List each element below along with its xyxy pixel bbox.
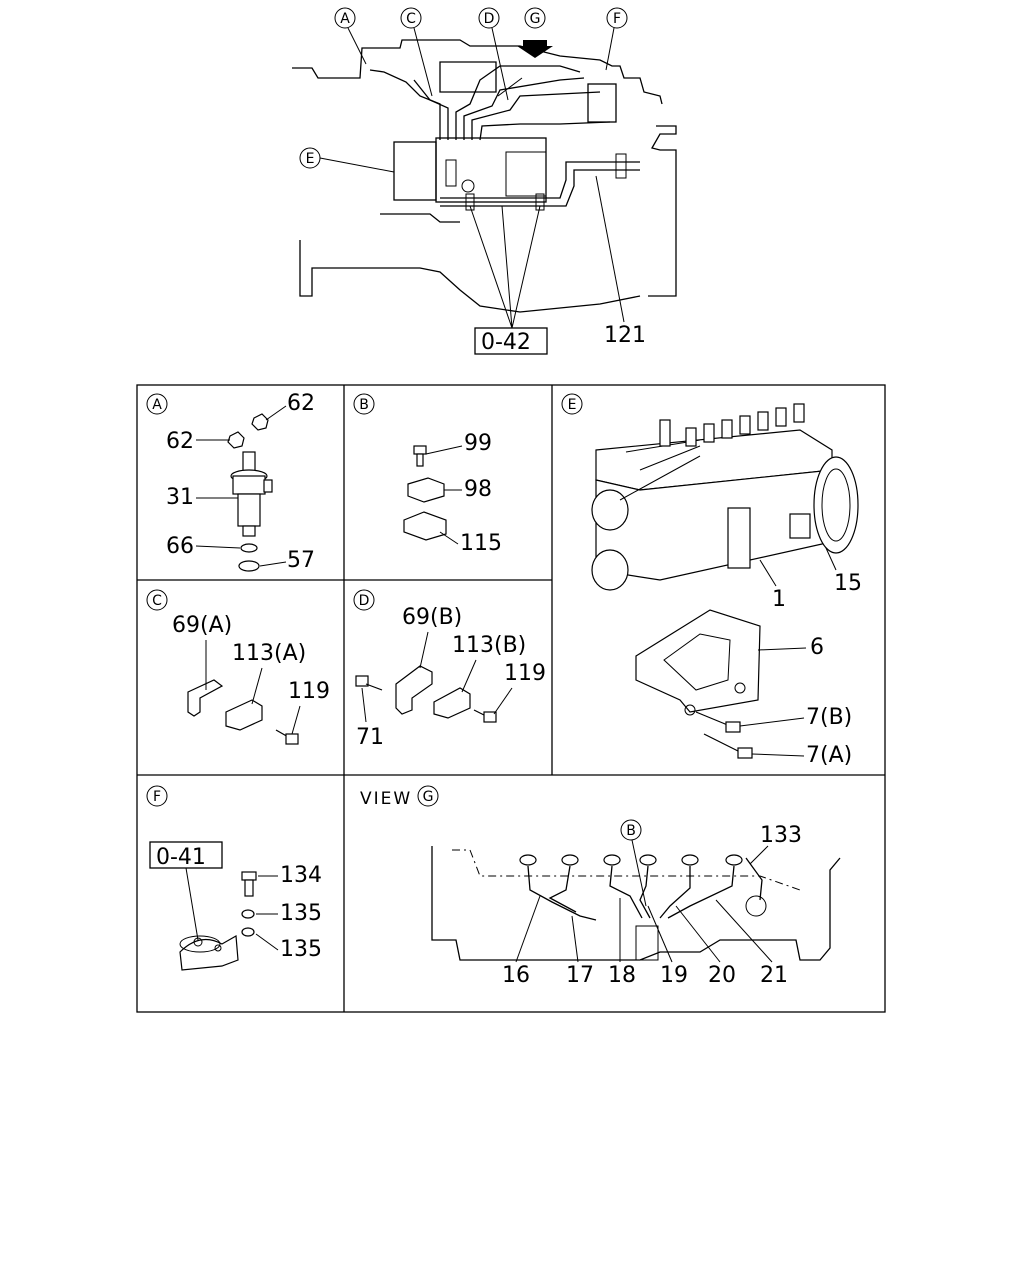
svg-text:7(B): 7(B) [806,705,852,730]
svg-text:21: 21 [760,963,788,988]
panel-a: A 62 62 31 66 57 [146,391,315,573]
svg-text:19: 19 [660,963,688,988]
overview-callout-c: C [400,7,433,97]
svg-text:G: G [423,789,434,805]
clamp-113b [433,687,471,719]
bolt-99 [413,445,427,467]
washer-135-upper [241,909,255,919]
svg-text:20: 20 [708,963,736,988]
svg-text:C: C [406,11,416,27]
svg-text:B: B [626,823,636,839]
svg-text:G: G [530,11,541,27]
svg-text:E: E [568,397,577,413]
svg-text:A: A [152,397,162,413]
svg-text:16: 16 [502,963,530,988]
panel-e: E [561,393,862,768]
svg-text:15: 15 [834,571,862,596]
svg-text:119: 119 [504,661,546,686]
overview-callout-f: F [605,7,628,71]
svg-text:31: 31 [166,485,194,510]
bolt-7a [703,733,753,759]
svg-text:F: F [613,11,621,27]
washer-57 [238,560,260,572]
svg-text:135: 135 [280,901,322,926]
panel-f: F 0-41 134 135 135 [146,785,322,971]
svg-text:0-41: 0-41 [156,845,206,870]
ref-box-0-41: 0-41 [149,841,223,941]
view-arrow-icon [517,40,553,58]
gear-15 [813,456,859,554]
bolt-134 [241,871,257,897]
svg-text:57: 57 [287,548,315,573]
svg-text:69(B): 69(B) [402,605,462,630]
bracket-6 [635,609,761,713]
overview-callout-e: E [299,147,395,173]
svg-text:134: 134 [280,863,322,888]
panel-c: C 69(A) 113(A) 119 [146,589,330,745]
bracket-69a [187,679,224,717]
svg-text:E: E [306,151,315,167]
panel-d: D 69(B) 113(B) 119 71 [353,589,546,750]
svg-text:113(B): 113(B) [452,633,526,658]
svg-text:71: 71 [356,725,384,750]
svg-text:69(A): 69(A) [172,613,232,638]
svg-text:VIEW: VIEW [360,789,412,809]
svg-text:B: B [359,397,369,413]
svg-text:115: 115 [460,531,502,556]
overview-part-121: 121 [595,175,646,348]
svg-text:18: 18 [608,963,636,988]
nut-62-upper [251,413,269,431]
svg-text:99: 99 [464,431,492,456]
bolt-71 [355,675,383,691]
svg-text:A: A [340,11,350,27]
bolt-7b [695,711,741,733]
panel-g: VIEW G B 133 16 17 [360,785,841,988]
svg-text:62: 62 [166,429,194,454]
svg-text:F: F [153,789,161,805]
svg-text:1: 1 [772,587,786,612]
svg-text:133: 133 [760,823,802,848]
washer-135-lower [241,927,255,937]
svg-text:17: 17 [566,963,594,988]
svg-text:0-42: 0-42 [481,330,531,355]
clamp-98 [407,477,445,503]
bolt-119-c [275,729,299,745]
bracket-69b [395,665,433,715]
overview-callout-a: A [334,7,367,65]
svg-text:98: 98 [464,477,492,502]
bolt-119-d [473,709,497,723]
injectors-g [519,854,743,866]
overview-callout-d: D [478,7,509,101]
svg-text:62: 62 [287,391,315,416]
panel-grid [136,384,886,1013]
solenoid-31 [230,451,273,537]
svg-text:113(A): 113(A) [232,641,306,666]
panel-b: B 99 98 115 [353,393,502,556]
nut-62-lower [227,431,245,449]
svg-text:66: 66 [166,534,194,559]
clamp-115 [403,511,447,541]
overview-ref-box: 0-42 [469,205,548,355]
svg-text:121: 121 [604,323,646,348]
clamp-113a [225,699,263,731]
ring-66 [240,543,258,553]
filter-bracket [179,935,239,971]
injection-pump-1 [591,419,859,591]
svg-text:135: 135 [280,937,322,962]
svg-text:D: D [484,11,495,27]
overview-assembly [292,39,677,313]
svg-text:D: D [359,593,370,609]
svg-text:C: C [152,593,162,609]
svg-text:7(A): 7(A) [806,743,852,768]
svg-text:119: 119 [288,679,330,704]
delivery-valves [685,403,805,447]
svg-text:6: 6 [810,635,824,660]
overview-callout-g: G [524,7,546,29]
